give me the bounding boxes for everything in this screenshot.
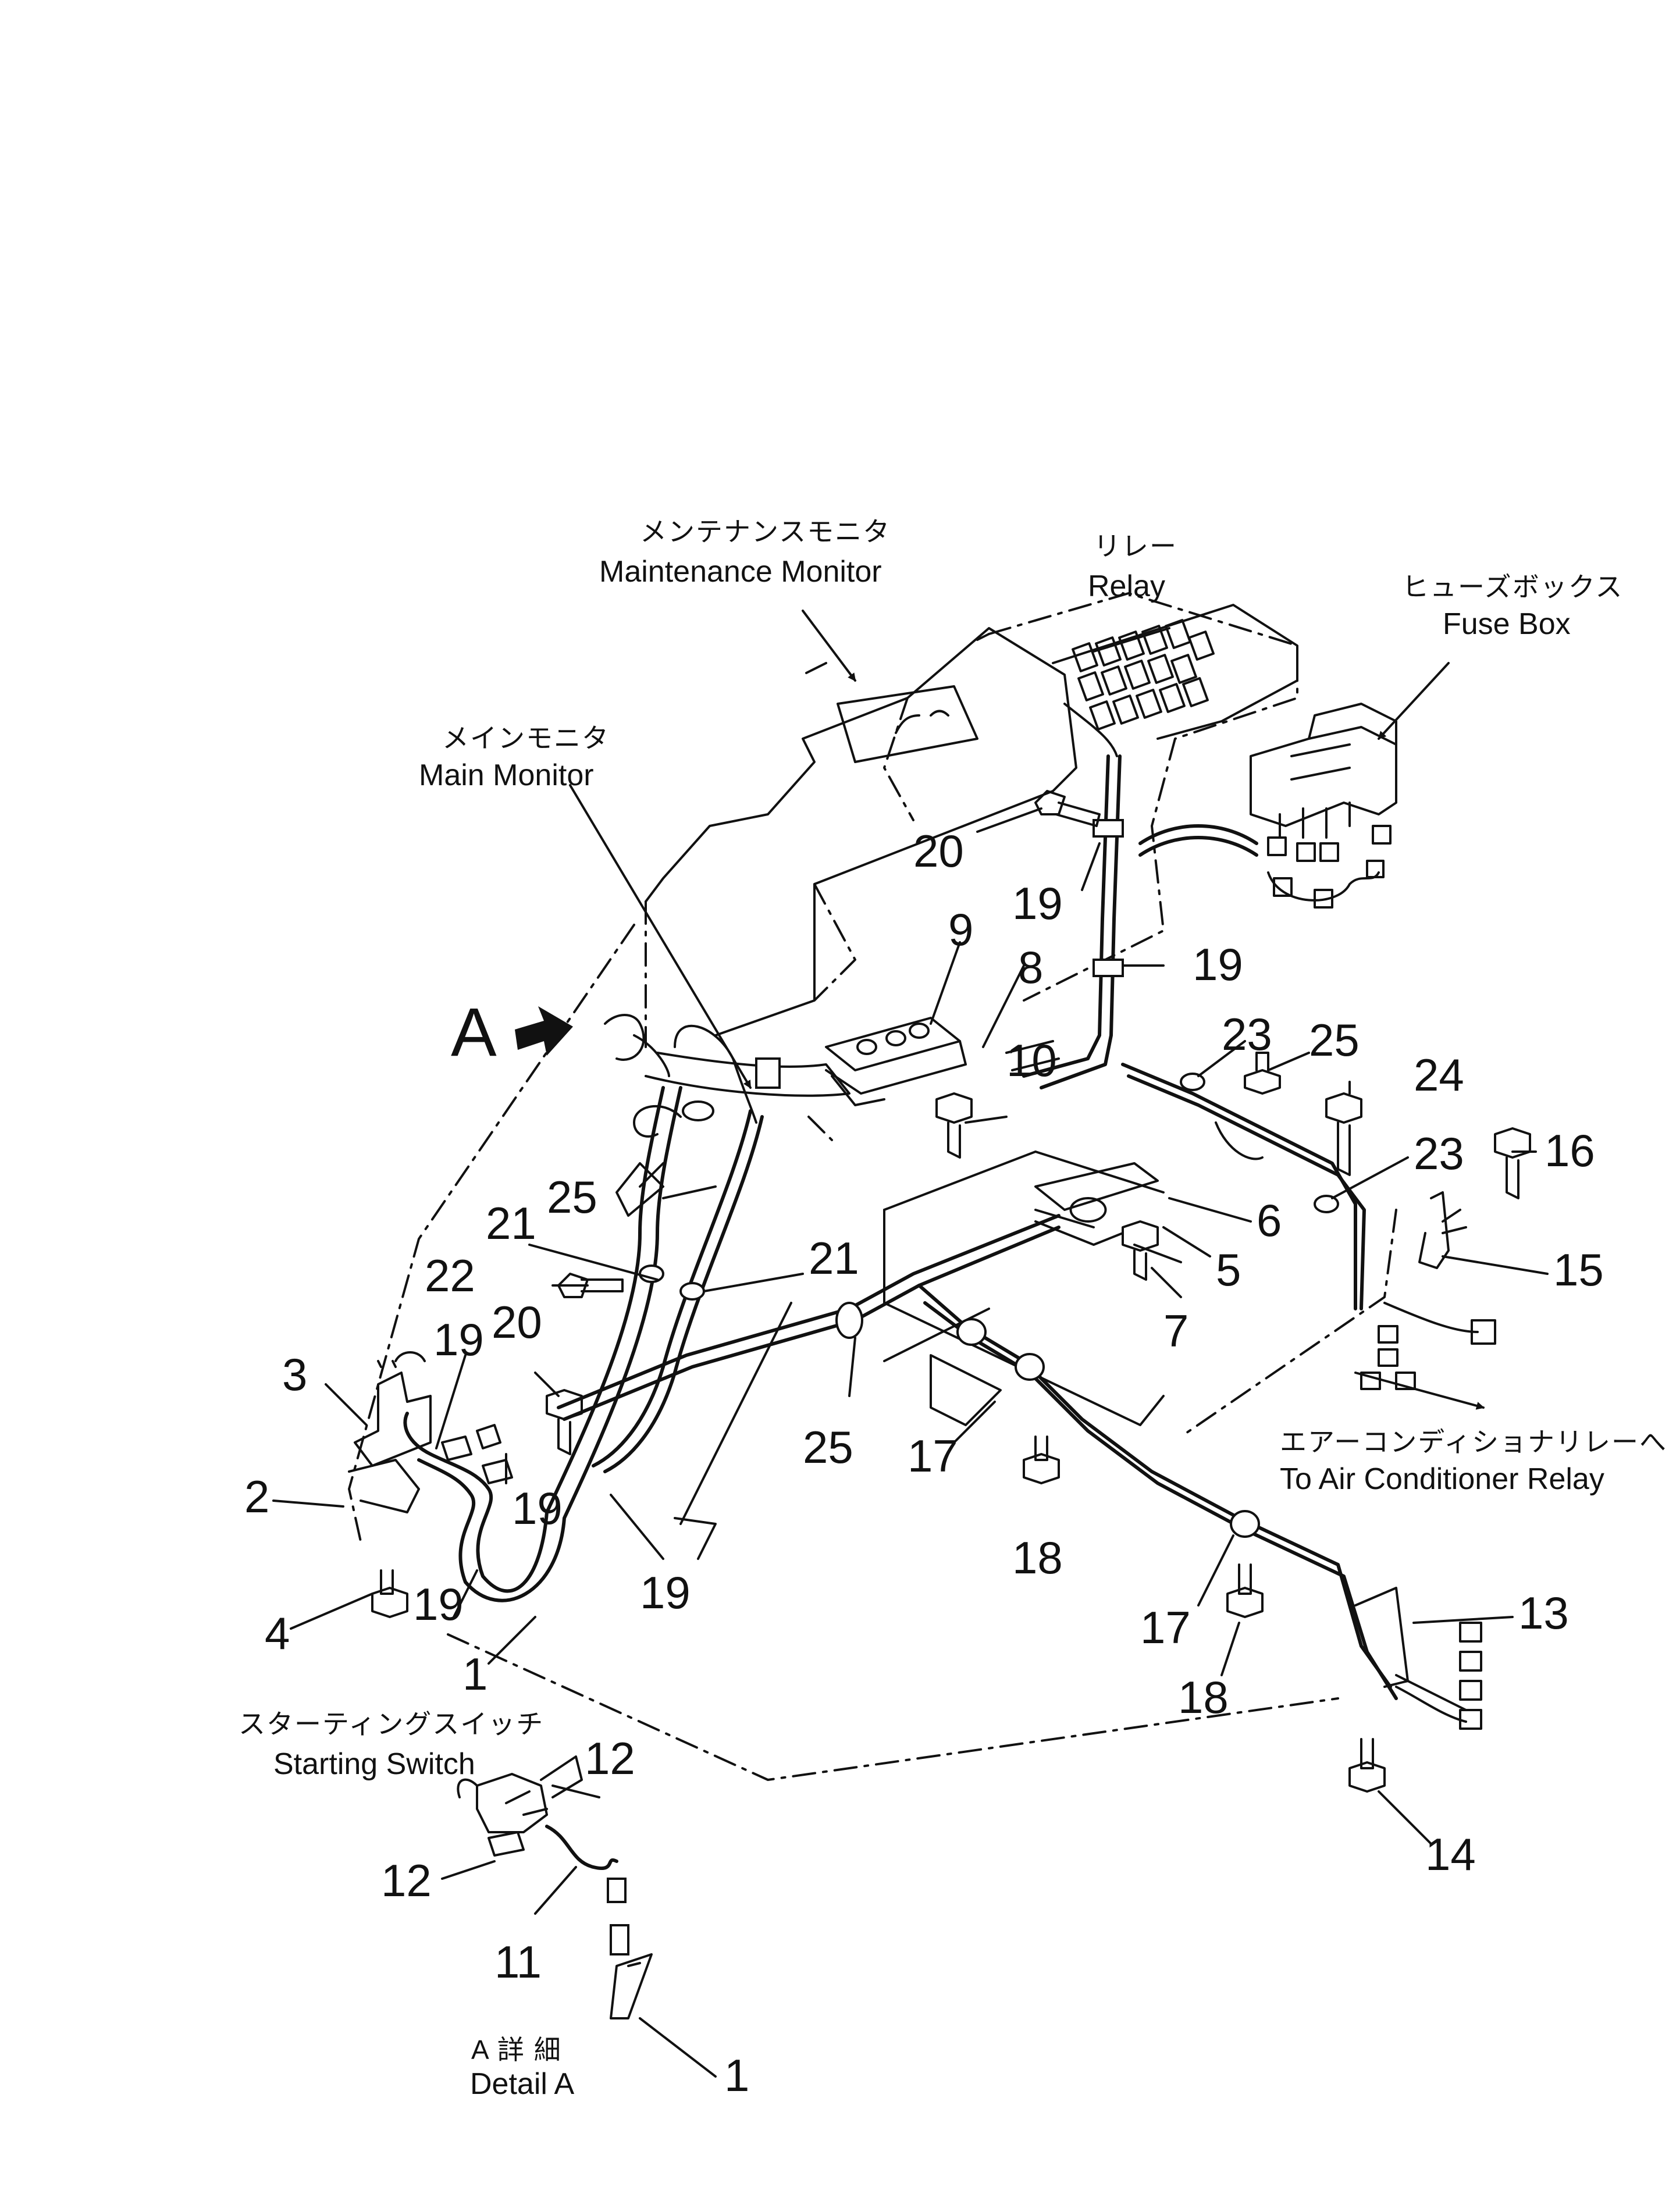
part-number: 25 [803, 1422, 853, 1473]
part-number: 18 [1012, 1532, 1063, 1583]
part-number: 4 [265, 1608, 290, 1659]
starting-switch-label: Starting Switch [273, 1747, 475, 1781]
part-number: 2 [244, 1471, 269, 1522]
part-number: 25 [547, 1171, 597, 1223]
lower-console [883, 1150, 1182, 1426]
part-number: 24 [1414, 1049, 1464, 1100]
part-number: 17 [908, 1430, 958, 1481]
part-number: 20 [492, 1296, 542, 1348]
detail-a-jp: A 詳 細 [471, 2035, 562, 2065]
view-a-arrow-icon [515, 1006, 573, 1056]
part-number: 19 [433, 1314, 484, 1365]
part-number: 19 [1012, 878, 1063, 929]
part-number: 25 [1309, 1014, 1360, 1066]
air-conditioner-relay-label: To Air Conditioner Relay [1280, 1462, 1604, 1496]
console-outline [348, 592, 1397, 1781]
part-number: 17 [1140, 1602, 1191, 1653]
air-conditioner-relay-jp: エアーコンディショナリレーへ [1280, 1427, 1667, 1457]
part-number: 8 [1018, 942, 1043, 993]
part-number: 19 [413, 1579, 464, 1630]
maintenance-monitor-label: Maintenance Monitor [599, 555, 882, 589]
part-number: 19 [512, 1483, 563, 1534]
main-monitor-label: Main Monitor [419, 758, 594, 792]
part-number: 1 [462, 1648, 487, 1700]
part-number: 1 [724, 2050, 749, 2101]
part-number: 21 [809, 1233, 859, 1284]
part-number: 21 [486, 1198, 536, 1249]
part-number: 23 [1222, 1009, 1272, 1060]
main-harness [557, 1214, 1482, 1730]
part-number: 19 [640, 1567, 691, 1618]
part-number: 12 [585, 1733, 635, 1784]
relay-label: Relay [1088, 569, 1165, 603]
relay-block [1052, 604, 1298, 757]
part-number: 18 [1178, 1672, 1229, 1723]
captions: メンテナンスモニタ Maintenance Monitor リレー Relay … [239, 517, 1667, 2101]
part-number: 13 [1518, 1587, 1569, 1638]
part-number: 9 [948, 904, 973, 955]
fuse-box-label: Fuse Box [1443, 607, 1571, 641]
part-number: 23 [1414, 1128, 1464, 1179]
detail-a-label: Detail A [470, 2067, 575, 2101]
part-numbers: 20 19 9 8 19 10 23 25 24 23 16 6 5 15 7 … [244, 825, 1604, 2101]
main-monitor-body [645, 627, 1077, 1141]
part-number: 14 [1425, 1829, 1476, 1880]
left-harness [403, 1014, 781, 1602]
relay-harness [1022, 754, 1496, 1390]
part-number: 7 [1163, 1305, 1188, 1356]
leader-lines [272, 610, 1549, 2078]
part-number: 19 [1193, 939, 1243, 990]
part-number: 22 [425, 1250, 475, 1301]
fuse-box [1250, 703, 1397, 909]
part-number: 10 [1006, 1035, 1057, 1086]
part-number: 5 [1216, 1244, 1241, 1295]
part-number: 11 [494, 1936, 542, 1987]
part-number: 16 [1545, 1125, 1595, 1176]
part-number: 6 [1257, 1195, 1282, 1246]
clips-and-fasteners [371, 790, 1531, 1793]
left-bracket [348, 1351, 513, 1513]
detail-a-drawing [457, 1755, 653, 2019]
maintenance-monitor-jp: メンテナンスモニタ [640, 517, 891, 547]
starting-switch-jp: スターティングスイッチ [239, 1709, 544, 1739]
part-number: 12 [381, 1855, 432, 1906]
part-number: 20 [913, 825, 964, 877]
main-monitor-jp: メインモニタ [442, 723, 610, 753]
relay-jp: リレー [1094, 531, 1177, 561]
view-a-label: A [451, 994, 497, 1071]
part-number: 15 [1553, 1244, 1604, 1295]
part-number: 3 [282, 1349, 307, 1400]
fuse-box-jp: ヒューズボックス [1402, 572, 1623, 602]
